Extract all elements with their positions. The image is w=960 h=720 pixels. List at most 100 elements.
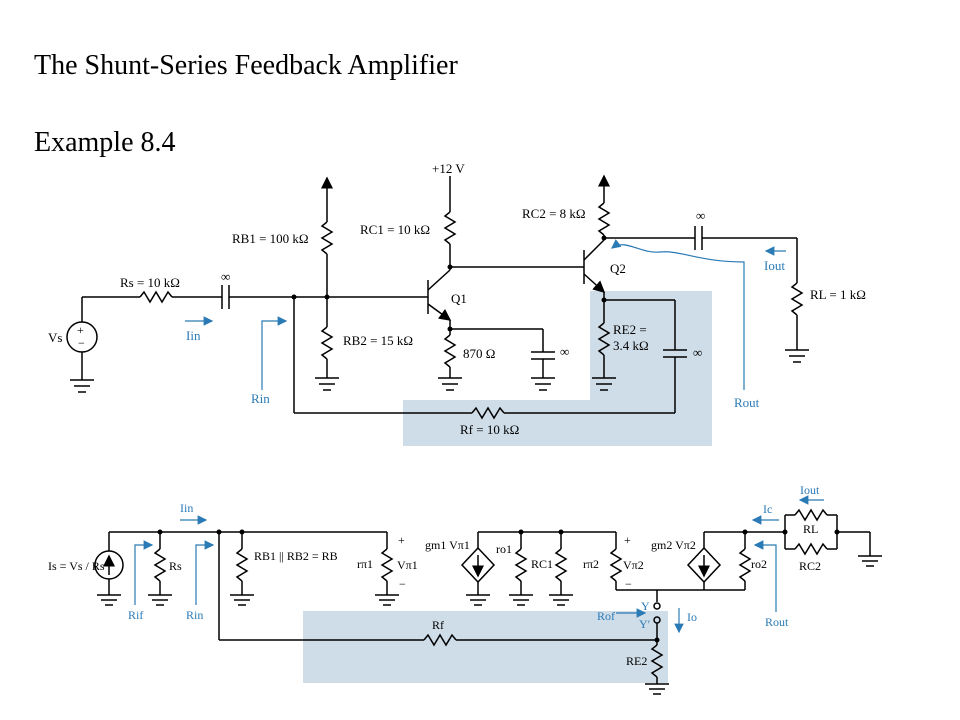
label-plus-1: + [398, 533, 405, 547]
label-iin-bottom: Iin [180, 501, 193, 515]
resistor-rb2 [320, 326, 334, 360]
transistor-q2 [583, 239, 606, 294]
label-rb1: RB1 = 100 kΩ [232, 231, 309, 246]
arrow-rin-bottom [195, 540, 215, 605]
label-gm2: gm2 Vπ2 [651, 538, 696, 552]
label-cap-bypass1: ∞ [560, 344, 569, 359]
resistor-rs [139, 290, 173, 304]
resistor-rb [235, 548, 249, 582]
feedback-region-bottom [303, 611, 668, 683]
label-rs-bottom: Rs [169, 559, 182, 573]
label-re2-1: RE2 = [613, 322, 647, 337]
label-vpi2: Vπ2 [623, 558, 644, 572]
label-io: Io [687, 610, 697, 624]
label-rin-bottom: Rin [186, 608, 203, 622]
capacitor-input [221, 285, 230, 309]
label-i-out: Iout [764, 258, 785, 273]
label-rc2: RC2 = 8 kΩ [522, 206, 586, 221]
label-rs: Rs = 10 kΩ [120, 275, 180, 290]
label-rc1: RC1 = 10 kΩ [360, 222, 430, 237]
slide-title: The Shunt-Series Feedback Amplifier [34, 50, 458, 81]
resistor-re2-bottom [650, 644, 664, 678]
label-cap-input: ∞ [221, 269, 230, 284]
svg-text:−: − [78, 336, 85, 350]
ground-icon [97, 594, 121, 606]
label-rc2-bottom: RC2 [799, 559, 821, 573]
label-cap-bypass2: ∞ [693, 345, 702, 360]
ground-icon [645, 683, 669, 695]
resistor-ro2 [738, 548, 752, 582]
arrow-rout-bottom [753, 540, 777, 612]
label-ro1: ro1 [496, 542, 512, 556]
svg-text:+: + [77, 323, 84, 337]
arrow-rif [134, 540, 154, 605]
transistor-q1 [427, 269, 452, 321]
label-vpi1: Vπ1 [397, 558, 418, 572]
resistor-ro1 [514, 548, 528, 582]
ground-icon [531, 377, 555, 391]
ground-icon [438, 377, 462, 391]
resistor-rc2-bottom [794, 542, 828, 556]
ground-icon [230, 594, 254, 606]
resistor-rf [471, 406, 505, 420]
resistor-rl [790, 282, 804, 316]
label-re2-bottom: RE2 [626, 654, 647, 668]
arrow-r-in [261, 316, 288, 390]
label-re1: 870 Ω [463, 346, 495, 361]
label-rb: RB1 || RB2 = RB [254, 549, 338, 563]
label-rf-bottom: Rf [432, 618, 444, 632]
label-q1: Q1 [451, 291, 467, 306]
resistor-rc2 [597, 202, 611, 236]
ground-icon [858, 555, 882, 567]
label-y-prime: Y′ [639, 617, 651, 631]
ground-icon [70, 379, 94, 393]
feedback-region-top [403, 291, 712, 446]
label-rpi1: rπ1 [357, 557, 373, 571]
label-r-out: Rout [734, 395, 760, 410]
label-minus-2: − [625, 577, 632, 591]
bottom-circuit: Is = Vs / Rs Rs RB1 || RB2 = RB rπ1 Vπ1 … [48, 483, 882, 695]
resistor-rl-bottom [794, 508, 828, 522]
ground-icon [148, 594, 172, 606]
resistor-rf-bottom [423, 633, 457, 647]
ground-icon [375, 594, 399, 606]
label-rl: RL = 1 kΩ [810, 287, 866, 302]
label-q2: Q2 [610, 261, 626, 276]
ground-icon [315, 377, 339, 391]
label-rpi2: rπ2 [583, 557, 599, 571]
ground-icon [785, 349, 809, 363]
label-ic: Ic [763, 502, 772, 516]
top-circuit: +12 V RB1 = 100 kΩ RB2 = 15 kΩ Rs = 10 k… [48, 161, 866, 446]
label-ro2: ro2 [751, 557, 767, 571]
capacitor-output [694, 226, 703, 250]
label-rif: Rif [128, 608, 143, 622]
slide-subtitle: Example 8.4 [34, 127, 176, 158]
resistor-rpi2 [609, 548, 623, 582]
resistor-rpi1 [380, 548, 394, 582]
label-rc1-bottom: RC1 [531, 557, 553, 571]
resistor-rc1 [443, 211, 457, 245]
resistor-re2 [597, 322, 611, 356]
label-rb2: RB2 = 15 kΩ [343, 333, 413, 348]
label-gm1: gm1 Vπ1 [425, 538, 470, 552]
label-i-in: Iin [186, 328, 201, 343]
resistor-rs-bottom [153, 548, 167, 582]
label-vs: Vs [48, 330, 62, 345]
resistor-rb1 [320, 221, 334, 255]
label-rout-bottom: Rout [765, 615, 789, 629]
label-re2-2: 3.4 kΩ [613, 338, 649, 353]
label-plus-2: + [624, 533, 631, 547]
label-supply: +12 V [432, 161, 465, 176]
label-rl-bottom: RL [803, 522, 818, 536]
label-r-in: Rin [251, 391, 270, 406]
ground-icon [549, 594, 573, 606]
resistor-rc1-bottom [554, 548, 568, 582]
label-rof: Rof [597, 609, 615, 623]
ground-icon [466, 594, 490, 606]
label-is: Is = Vs / Rs [48, 559, 105, 573]
ground-icon [592, 377, 616, 391]
capacitor-bypass-1 [531, 351, 555, 360]
label-minus-1: − [399, 577, 406, 591]
ground-icon [509, 594, 533, 606]
